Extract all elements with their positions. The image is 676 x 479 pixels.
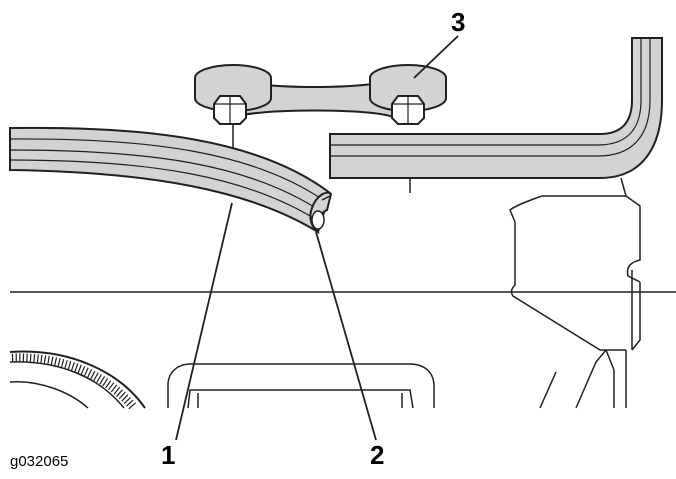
bolt-left <box>213 95 247 150</box>
leader-line-1 <box>175 202 233 441</box>
edge-seal <box>9 126 333 235</box>
seal-lip <box>309 191 333 235</box>
callout-3: 3 <box>451 7 465 37</box>
frame-rail <box>329 37 663 193</box>
leader-line-3 <box>413 35 459 79</box>
bolt-right <box>391 95 425 125</box>
housing <box>509 177 641 409</box>
lower-panel <box>167 363 435 409</box>
leader-line-2 <box>315 231 377 441</box>
bracket <box>194 64 447 150</box>
callout-2: 2 <box>370 440 384 470</box>
callout-1: 1 <box>161 440 175 470</box>
figure-id: g032065 <box>10 453 68 470</box>
tire <box>9 350 146 411</box>
